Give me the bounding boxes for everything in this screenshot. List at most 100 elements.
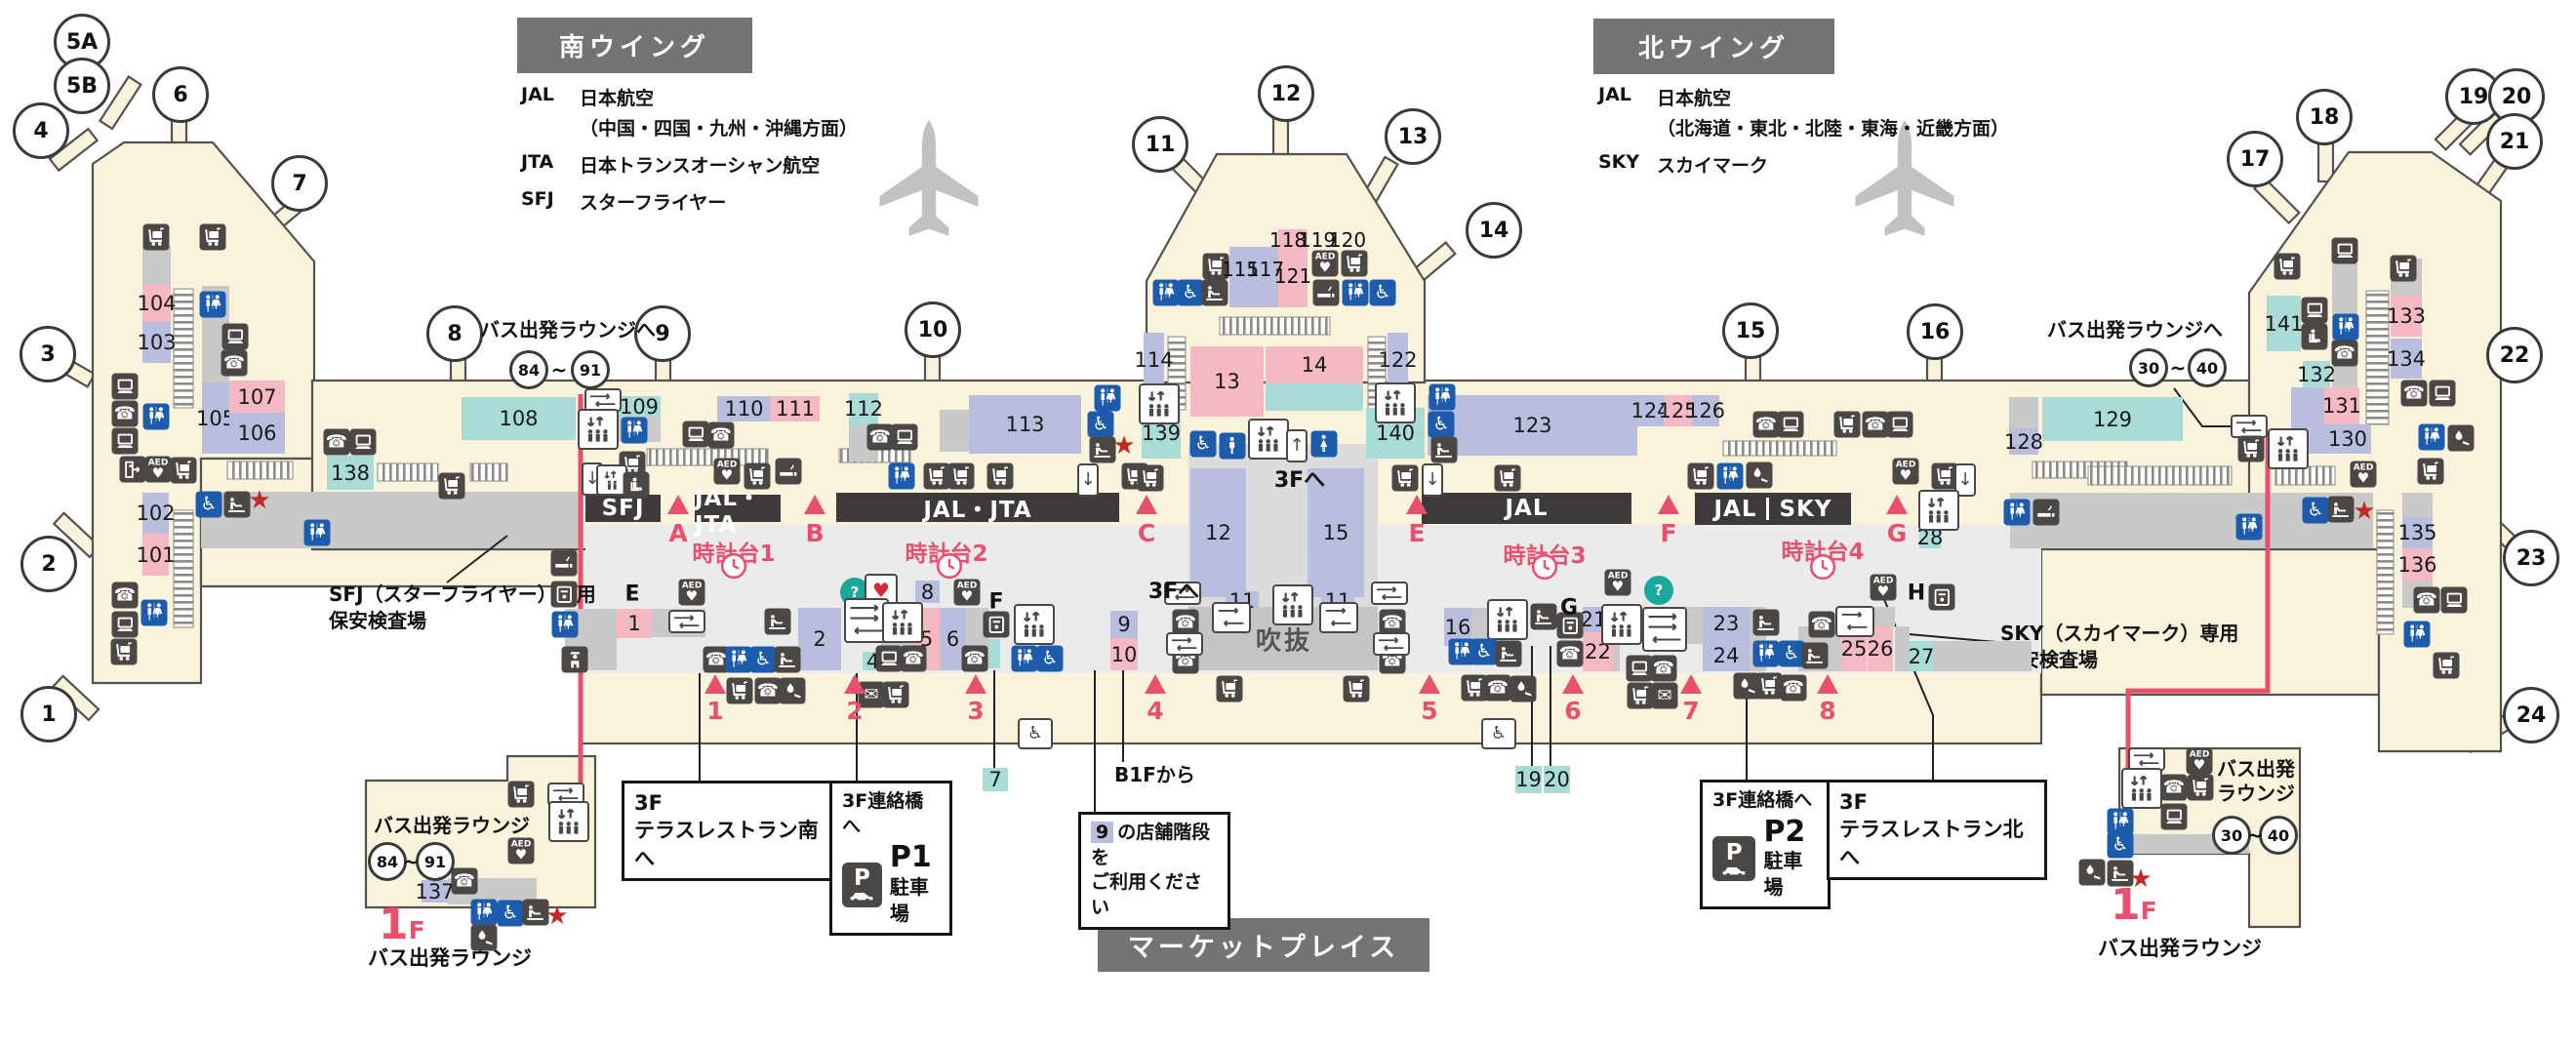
restroom-icon bbox=[621, 417, 648, 444]
bus-lounge-label: バス出発ラウンジへ bbox=[2047, 318, 2223, 341]
area-block bbox=[988, 639, 1000, 668]
baby-care-icon bbox=[1752, 609, 1780, 636]
baggage-cart-icon bbox=[1687, 462, 1714, 490]
telephone-icon: ☎ bbox=[221, 349, 248, 377]
curb-triangle-4 bbox=[1145, 674, 1166, 694]
coin-locker-icon bbox=[983, 611, 1010, 638]
restroom-icon bbox=[470, 899, 498, 926]
tilde-label: ~ bbox=[2169, 356, 2187, 380]
curb-triangle-8 bbox=[1817, 674, 1838, 694]
floor-caption-north: バス出発ラウンジ bbox=[2098, 937, 2262, 960]
shop-131: 131 bbox=[2322, 387, 2361, 424]
shop-10: 10 bbox=[1110, 638, 1138, 670]
coin-locker-icon bbox=[550, 581, 578, 608]
drinking-fountain-icon bbox=[1746, 462, 1773, 489]
clock-icon bbox=[1809, 553, 1836, 581]
baggage-cart-icon bbox=[1137, 464, 1164, 492]
shop-101: 101 bbox=[136, 534, 176, 576]
aed-icon: AED♥ bbox=[678, 579, 705, 606]
baggage-cart-icon bbox=[2187, 774, 2214, 801]
telephone-icon: ☎ bbox=[1484, 674, 1511, 702]
north-wing-header: 北ウイング bbox=[1593, 19, 1834, 74]
meeting-point-icon: ★ bbox=[248, 487, 271, 514]
curb-triangle-1 bbox=[704, 674, 726, 694]
security-guard-icon bbox=[561, 646, 588, 673]
telephone-icon: ☎ bbox=[900, 645, 927, 672]
gate-23: 23 bbox=[2503, 530, 2559, 586]
elevator-icon bbox=[1918, 490, 1959, 531]
curb-number-1: 1 bbox=[706, 697, 724, 725]
drinking-fountain-icon bbox=[1509, 675, 1537, 703]
bus-lounge-label: バス出発 ラウンジ bbox=[2217, 757, 2295, 805]
checkpoint-letter-A: A bbox=[668, 519, 688, 547]
area-block bbox=[1934, 641, 2032, 671]
shop-135: 135 bbox=[2397, 517, 2437, 548]
bus-gate-30: 30 bbox=[2129, 348, 2168, 387]
shop-20: 20 bbox=[1544, 766, 1570, 793]
tilde-label: ~ bbox=[402, 850, 420, 873]
baggage-cart-icon bbox=[2390, 255, 2417, 282]
gate-16: 16 bbox=[1907, 303, 1963, 360]
shop-136: 136 bbox=[2397, 548, 2437, 581]
shop-126: 126 bbox=[1686, 395, 1725, 426]
telephone-icon: ☎ bbox=[1172, 609, 1199, 636]
baggage-cart-icon bbox=[142, 223, 170, 251]
drinking-fountain-icon bbox=[2078, 859, 2106, 886]
internet-pc-icon bbox=[1777, 411, 1804, 438]
map-label: 119 bbox=[1298, 228, 1337, 252]
down-arrow-icon: ↓ bbox=[1422, 463, 1443, 497]
accessible-restroom-icon: ♿ bbox=[1778, 640, 1805, 667]
security-gate-icon bbox=[1212, 602, 1251, 633]
telephone-icon: ☎ bbox=[1379, 609, 1406, 636]
restroom-icon bbox=[2332, 313, 2359, 341]
restroom-icon bbox=[2418, 423, 2445, 451]
tilde-label: ~ bbox=[2246, 823, 2264, 847]
shop-2: 2 bbox=[798, 608, 841, 670]
gate-9: 9 bbox=[634, 305, 691, 362]
telephone-icon: ☎ bbox=[2413, 586, 2440, 614]
aed-icon: AED♥ bbox=[1604, 569, 1631, 596]
baggage-cart-icon bbox=[947, 462, 975, 490]
baby-care-icon bbox=[1201, 279, 1228, 306]
baby-care-icon bbox=[1089, 436, 1116, 463]
aed-icon: AED♥ bbox=[1311, 250, 1339, 277]
b1f-note: B1Fから bbox=[1114, 763, 1195, 786]
internet-pc-icon bbox=[349, 428, 377, 456]
telephone-icon: ☎ bbox=[707, 422, 735, 449]
shop-108: 108 bbox=[462, 397, 576, 440]
internet-pc-icon bbox=[2301, 297, 2328, 324]
checkpoint-triangle-F bbox=[1658, 495, 1679, 514]
accessible-restroom-icon: ♿ bbox=[1189, 430, 1217, 458]
elevator-icon bbox=[1487, 599, 1528, 640]
shop-12: 12 bbox=[1190, 468, 1246, 597]
shop-103: 103 bbox=[137, 322, 177, 363]
shop-133: 133 bbox=[2387, 296, 2426, 337]
shop-107: 107 bbox=[229, 381, 285, 413]
gate-1: 1 bbox=[20, 686, 77, 743]
baggage-cart-icon bbox=[438, 472, 465, 500]
telephone-icon: ☎ bbox=[323, 428, 350, 456]
area-block bbox=[1229, 247, 1278, 307]
baby-care-icon bbox=[2327, 496, 2355, 523]
restroom-icon bbox=[1011, 645, 1038, 672]
coin-locker-icon bbox=[1928, 583, 1955, 611]
map-label: 120 bbox=[1328, 228, 1367, 252]
telephone-icon: ☎ bbox=[111, 582, 139, 609]
gate-7: 7 bbox=[271, 155, 328, 212]
baggage-cart-icon bbox=[1202, 253, 1229, 280]
map-label: H bbox=[1907, 581, 1926, 606]
telephone-icon: ☎ bbox=[451, 867, 478, 895]
accessible-restroom-icon: ♿ bbox=[1087, 411, 1114, 438]
callout-leader-lines bbox=[446, 387, 2239, 812]
accessible-restroom-icon: ♿ bbox=[749, 646, 777, 673]
telephone-icon: ☎ bbox=[754, 677, 782, 704]
baby-care-icon bbox=[522, 899, 549, 926]
curb-number-8: 8 bbox=[1819, 697, 1836, 725]
baggage-cart-icon bbox=[1833, 411, 1861, 438]
shop-141: 141 bbox=[2264, 296, 2304, 351]
aed-icon: AED♥ bbox=[1870, 574, 1897, 601]
